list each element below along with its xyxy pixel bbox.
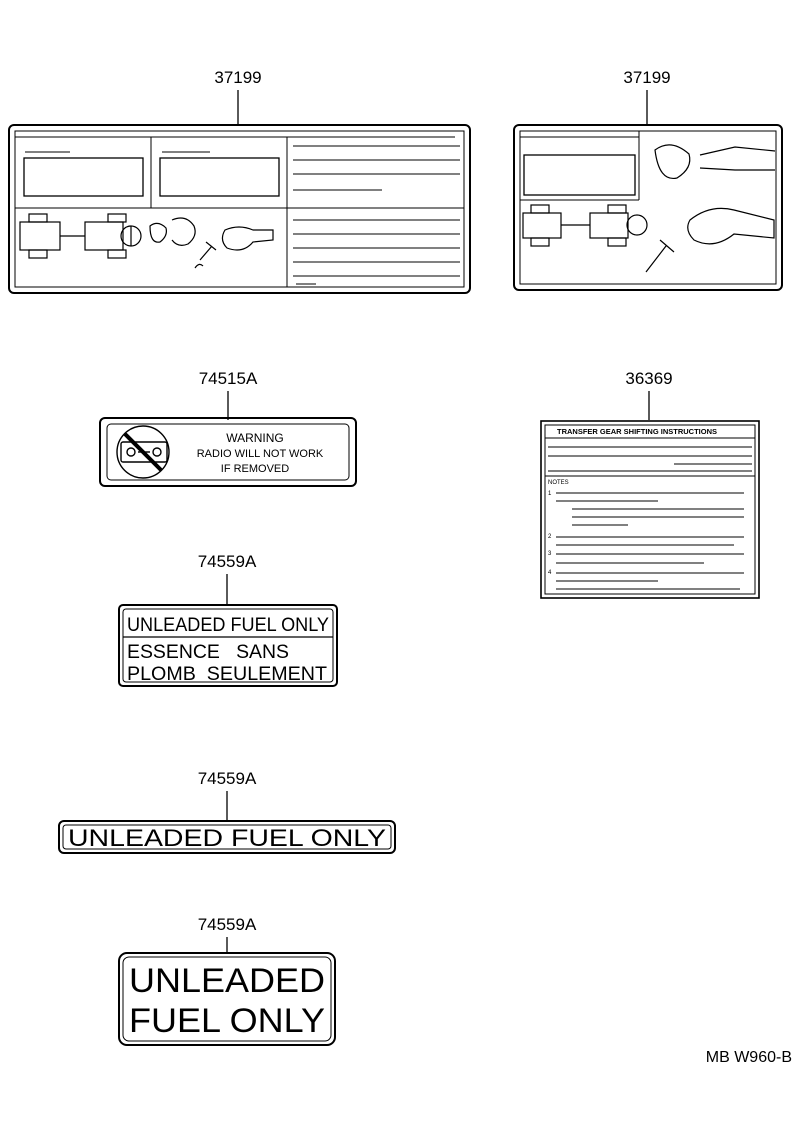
fuel-label-french-2: PLOMB SEULEMENT bbox=[127, 664, 327, 685]
vehicle-chassis-icon bbox=[19, 213, 142, 259]
label-37199-wide: 37199 bbox=[8, 68, 471, 294]
part-number-37199-left: 37199 bbox=[214, 68, 261, 87]
label-37199-compact: 37199 bbox=[513, 68, 783, 291]
warning-heading: WARNING bbox=[226, 431, 284, 445]
hand-shifting-icon bbox=[645, 144, 776, 273]
note-number-1: 1 bbox=[548, 491, 552, 497]
vehicle-chassis-icon bbox=[522, 204, 648, 247]
label-36369: 36369 TRANSFER GEAR SHIFTING INSTRUCTION… bbox=[540, 369, 760, 599]
part-number-74559A-single: 74559A bbox=[198, 769, 257, 788]
label-74515A: 74515A WARNING RADIO WILL NOT WORK IF RE… bbox=[99, 369, 357, 487]
part-number-74559A-bilingual: 74559A bbox=[198, 552, 257, 571]
label-74559A-large: 74559A UNLEADED FUEL ONLY bbox=[118, 915, 336, 1046]
fuel-label-line-1: UNLEADED bbox=[129, 962, 325, 1000]
part-number-74559A-large: 74559A bbox=[198, 915, 257, 934]
note-number-3: 3 bbox=[548, 551, 552, 557]
fuel-label-english: UNLEADED FUEL ONLY bbox=[127, 615, 329, 636]
warning-line-1: RADIO WILL NOT WORK bbox=[197, 448, 324, 460]
part-number-36369: 36369 bbox=[625, 369, 672, 388]
label-74559A-bilingual: 74559A UNLEADED FUEL ONLY ESSENCE SANS P… bbox=[118, 552, 338, 687]
part-number-74515A: 74515A bbox=[199, 369, 258, 388]
label-74559A-single-line: 74559A UNLEADED FUEL ONLY bbox=[58, 769, 396, 854]
no-radio-icon bbox=[116, 425, 170, 479]
warning-line-2: IF REMOVED bbox=[221, 463, 290, 475]
instructions-title: TRANSFER GEAR SHIFTING INSTRUCTIONS bbox=[557, 427, 717, 436]
part-number-37199-right: 37199 bbox=[623, 68, 670, 87]
notes-label: NOTES bbox=[548, 480, 569, 486]
note-number-2: 2 bbox=[548, 534, 552, 540]
fuel-label-text: UNLEADED FUEL ONLY bbox=[68, 825, 386, 852]
fuel-label-french-1: ESSENCE SANS bbox=[127, 642, 289, 663]
note-number-4: 4 bbox=[548, 570, 552, 576]
fuel-label-line-2: FUEL ONLY bbox=[129, 1002, 325, 1040]
diagram-code: MB W960-B bbox=[705, 1049, 792, 1066]
hand-shifting-icon bbox=[149, 217, 274, 269]
